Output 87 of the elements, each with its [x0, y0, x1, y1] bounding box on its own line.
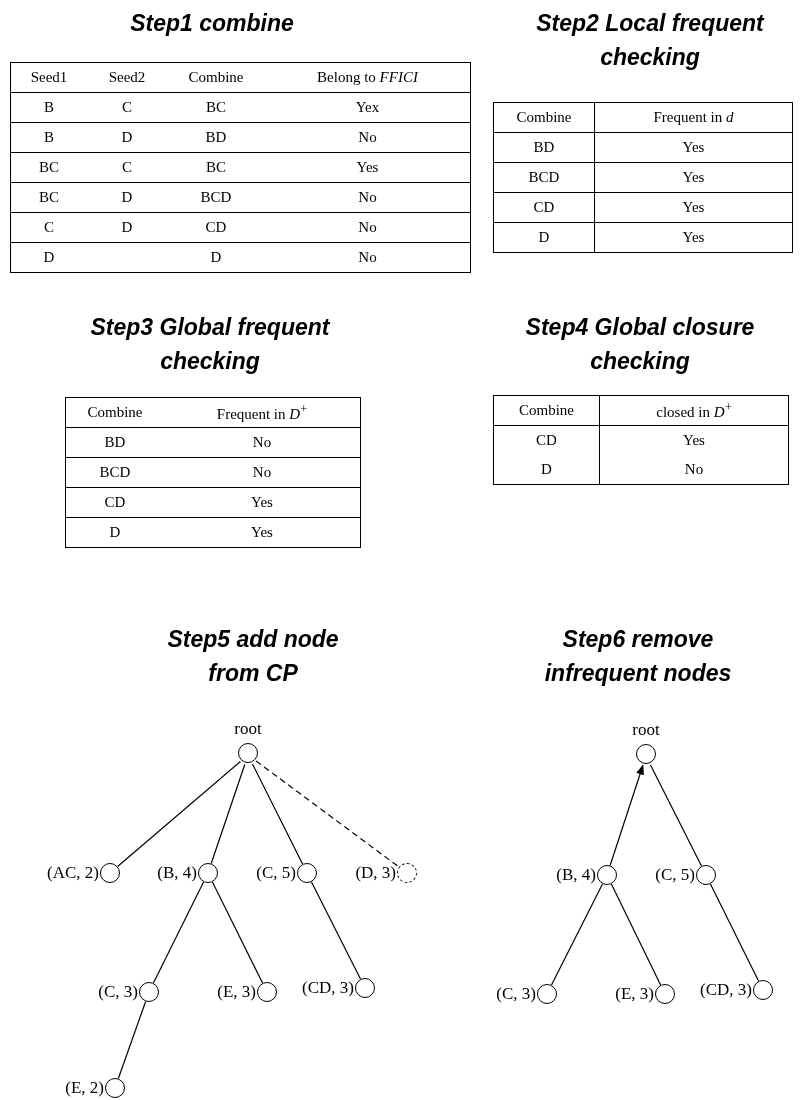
node-label: (AC, 2): [47, 863, 99, 883]
column-header: Seed1: [10, 62, 87, 93]
table-cell: Yes: [594, 192, 793, 223]
node-label: (D, 3): [355, 863, 396, 883]
node-label: (CD, 3): [302, 978, 354, 998]
table-cell: BC: [10, 152, 87, 183]
column-header: Combine: [493, 395, 600, 426]
table-cell: BD: [167, 122, 265, 153]
table-cell: BCD: [493, 162, 595, 193]
connector-line: [210, 763, 246, 865]
node-label: (CD, 3): [700, 980, 752, 1000]
table-cell: D: [87, 182, 167, 213]
column-header: Combine: [65, 397, 164, 428]
node-label: (E, 3): [217, 982, 256, 1002]
node-label: (E, 2): [65, 1078, 104, 1098]
table-cell: Yes: [594, 132, 793, 163]
table-cell: No: [265, 212, 471, 243]
table-cell: Yes: [265, 152, 471, 183]
node-label: (B, 4): [556, 865, 596, 885]
connector-line: [709, 883, 760, 982]
table-cell: BD: [65, 427, 164, 458]
table-cell: BC: [167, 152, 265, 183]
table-cell: BC: [10, 182, 87, 213]
connector-line: [550, 883, 604, 986]
node-label: root: [632, 720, 660, 741]
column-header: Combine: [167, 62, 265, 93]
column-header: closed in D$^{+}$: [599, 395, 789, 426]
node-label: (C, 5): [655, 865, 695, 885]
node-label: (C, 3): [496, 984, 536, 1004]
table-cell: BCD: [167, 182, 265, 213]
table-cell: D: [87, 122, 167, 153]
node-label: (E, 3): [615, 984, 654, 1004]
step-heading: Step4 Global closure checking: [524, 313, 756, 376]
connector-line: [117, 1000, 147, 1080]
column-header: Combine: [493, 102, 595, 133]
node-label: (B, 4): [157, 863, 197, 883]
table-cell: D: [65, 517, 164, 548]
table-cell: CD: [65, 487, 164, 518]
arrow: [609, 764, 644, 867]
table-cell: D: [87, 212, 167, 243]
connector-line: [117, 760, 241, 868]
step-heading: Step6 remove infrequent nodes: [543, 625, 733, 688]
table-cell: CD: [167, 212, 265, 243]
node-label: root: [234, 719, 262, 740]
table-cell: D: [10, 242, 87, 273]
table-cell: BCD: [65, 457, 164, 488]
connector-line: [649, 764, 703, 867]
node-label: (C, 3): [98, 982, 138, 1002]
column-header: Seed2: [87, 62, 167, 93]
table-cell: BD: [493, 132, 595, 163]
step-heading: Step3 Global frequent checking: [89, 313, 331, 376]
connector-line: [152, 881, 205, 984]
table-cell: Yex: [265, 92, 471, 123]
table-cell: B: [10, 122, 87, 153]
connector-line: [310, 881, 362, 980]
table-cell: BC: [167, 92, 265, 123]
table-cell: Yes: [599, 425, 789, 455]
table-cell: C: [10, 212, 87, 243]
step-heading: Step1 combine: [129, 9, 295, 38]
table-cell: Yes: [594, 222, 793, 253]
table-cell: No: [265, 242, 471, 273]
table-cell: Yes: [594, 162, 793, 193]
table-cell: D: [493, 222, 595, 253]
connector-line: [610, 883, 662, 986]
table-cell: No: [164, 457, 361, 488]
table-cell: D: [493, 455, 600, 485]
column-header: Frequent in d: [594, 102, 793, 133]
connector-line: [251, 763, 304, 865]
table-cell: No: [265, 182, 471, 213]
table-cell: D: [167, 242, 265, 273]
column-header: Belong to FFICI: [265, 62, 471, 93]
connector-line: [255, 760, 400, 868]
connector-line: [211, 881, 264, 984]
table-cell: C: [87, 152, 167, 183]
table-cell: C: [87, 92, 167, 123]
table-cell: No: [164, 427, 361, 458]
node-label: (C, 5): [256, 863, 296, 883]
step-heading: Step5 add node from CP: [166, 625, 340, 688]
table-cell: No: [265, 122, 471, 153]
table-cell: B: [10, 92, 87, 123]
table-cell: Yes: [164, 517, 361, 548]
column-header: Frequent in D$^{+}$: [164, 397, 361, 428]
step-heading: Step2 Local frequent checking: [535, 9, 766, 72]
table-cell: CD: [493, 192, 595, 223]
table-cell: No: [599, 455, 789, 485]
table-cell: CD: [493, 425, 600, 455]
table-cell: Yes: [164, 487, 361, 518]
